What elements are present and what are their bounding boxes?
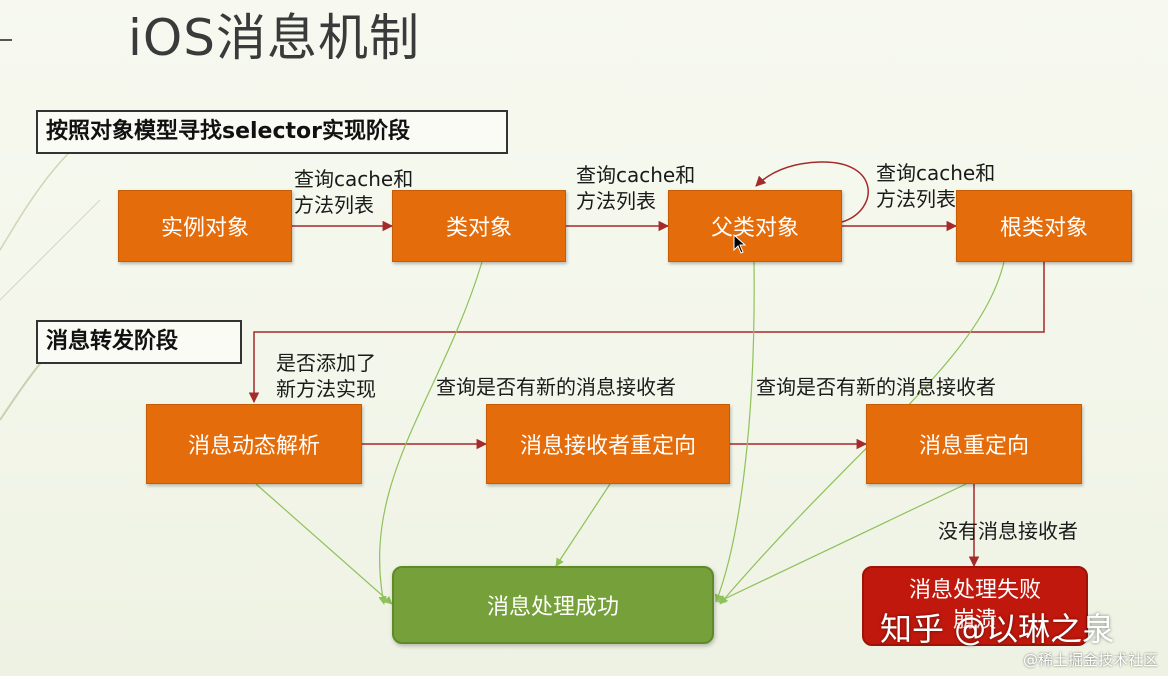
source-tag: @稀土掘金技术社区	[1022, 651, 1158, 669]
node-success: 消息处理成功	[392, 566, 714, 644]
section-label-forwarding: 消息转发阶段	[36, 320, 242, 364]
node-receiver-redirect: 消息接收者重定向	[486, 404, 730, 484]
label-no-receiver: 没有消息接收者	[938, 519, 1078, 543]
node-failure: 消息处理失败 崩溃	[862, 566, 1088, 646]
section-label-lookup: 按照对象模型寻找selector实现阶段	[36, 110, 508, 154]
label-query-receiver-2: 查询是否有新的消息接收者	[756, 375, 996, 399]
label-super-to-root: 查询cache和 方法列表	[876, 161, 996, 211]
arrow-redirect-to-success	[717, 483, 967, 603]
slide-title: iOS消息机制	[128, 9, 420, 67]
arrow-root-to-forwarding	[248, 262, 1045, 404]
label-resolution-check: 是否添加了 新方法实现	[276, 351, 376, 401]
node-superclass: 父类对象	[668, 190, 842, 262]
label-instance-to-class: 查询cache和 方法列表	[294, 167, 414, 217]
label-query-receiver-1: 查询是否有新的消息接收者	[436, 375, 676, 399]
arrow-receiver-to-success	[555, 483, 611, 567]
failure-sub-label: 崩溃	[952, 608, 997, 633]
node-instance: 实例对象	[118, 190, 292, 262]
mouse-cursor-icon	[733, 234, 747, 254]
failure-label: 消息处理失败	[908, 578, 1041, 603]
node-class: 类对象	[392, 190, 566, 262]
node-dynamic-resolution: 消息动态解析	[146, 404, 362, 484]
arrow-super-to-success	[714, 261, 755, 603]
arrow-super-loop	[755, 161, 869, 223]
label-class-to-super: 查询cache和 方法列表	[576, 163, 696, 213]
node-root: 根类对象	[956, 190, 1132, 262]
arrow-resolution-to-success	[255, 483, 393, 605]
arrow-class-to-success	[378, 261, 483, 605]
node-message-redirect: 消息重定向	[866, 404, 1082, 484]
watermark-text: 知乎 @以琳之泉	[880, 610, 1115, 648]
